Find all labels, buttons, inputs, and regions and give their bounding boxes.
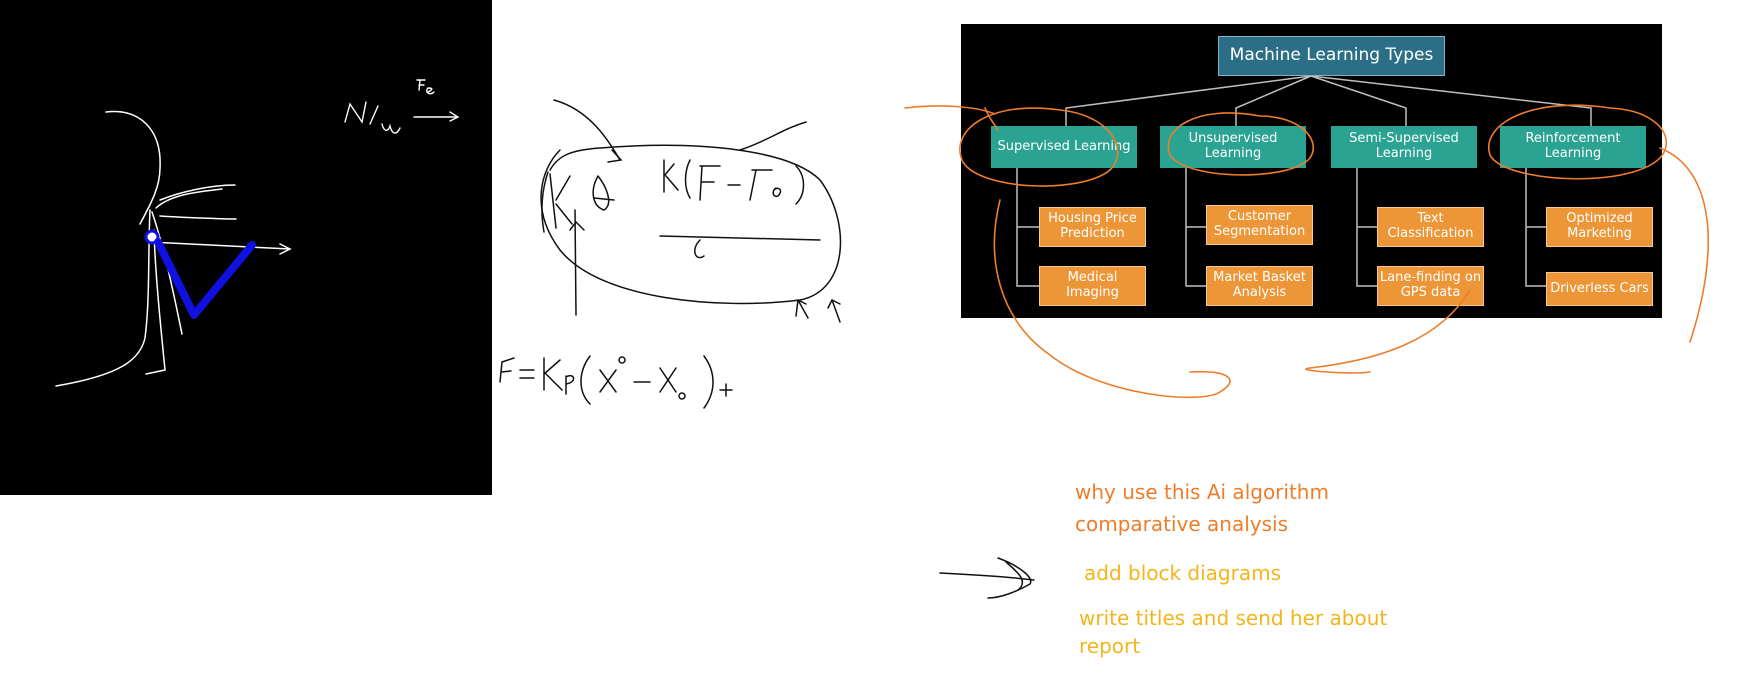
formula-sketch <box>499 99 842 409</box>
category-reinforcement: Reinforcement Learning <box>1500 126 1646 168</box>
ml-title: Machine Learning Types <box>1229 45 1434 66</box>
example-medical-imaging: Medical Imaging <box>1039 266 1146 306</box>
note-block-diagrams: add block diagrams <box>1084 561 1282 585</box>
example-label: Driverless Cars <box>1550 280 1649 296</box>
note-write-titles: write titles and send her about <box>1079 606 1388 630</box>
category-label: Semi-Supervised Learning <box>1349 131 1459 161</box>
example-market-basket: Market Basket Analysis <box>1206 266 1313 306</box>
category-supervised: Supervised Learning <box>991 126 1137 168</box>
category-label: Unsupervised Learning <box>1188 131 1278 161</box>
example-label: Housing Price Prediction <box>1048 211 1137 241</box>
note-why-algorithm: why use this Ai algorithm <box>1075 480 1329 504</box>
category-label: Reinforcement Learning <box>1525 131 1621 161</box>
example-label: Lane-finding on GPS data <box>1379 270 1482 300</box>
example-customer-segmentation: Customer Segmentation <box>1206 205 1313 245</box>
example-optimized-marketing: Optimized Marketing <box>1546 207 1653 247</box>
example-text-classification: Text Classification <box>1377 207 1484 247</box>
category-label: Supervised Learning <box>997 138 1131 154</box>
note-report: report <box>1079 634 1141 658</box>
note-comparative-analysis: comparative analysis <box>1075 512 1289 536</box>
orange-annotations <box>904 104 1709 399</box>
example-label: Text Classification <box>1387 211 1474 241</box>
notes-arrow-icon <box>939 557 1035 599</box>
blue-v-stroke <box>154 238 256 319</box>
ml-diagram-connectors <box>1016 75 1592 287</box>
ml-title-box: Machine Learning Types <box>1218 36 1445 76</box>
example-housing-price: Housing Price Prediction <box>1039 207 1146 247</box>
example-label: Optimized Marketing <box>1566 211 1633 241</box>
handwritten-units <box>344 79 460 134</box>
example-label: Market Basket Analysis <box>1213 270 1306 300</box>
example-driverless-cars: Driverless Cars <box>1546 272 1653 306</box>
example-lane-finding: Lane-finding on GPS data <box>1377 266 1484 306</box>
ml-diagram-panel: Machine Learning Types Supervised Learni… <box>961 24 1662 318</box>
category-unsupervised: Unsupervised Learning <box>1160 126 1306 168</box>
example-label: Medical Imaging <box>1066 270 1119 300</box>
example-label: Customer Segmentation <box>1213 209 1306 239</box>
head-sketch <box>55 110 292 387</box>
category-semi-supervised: Semi-Supervised Learning <box>1331 126 1477 168</box>
